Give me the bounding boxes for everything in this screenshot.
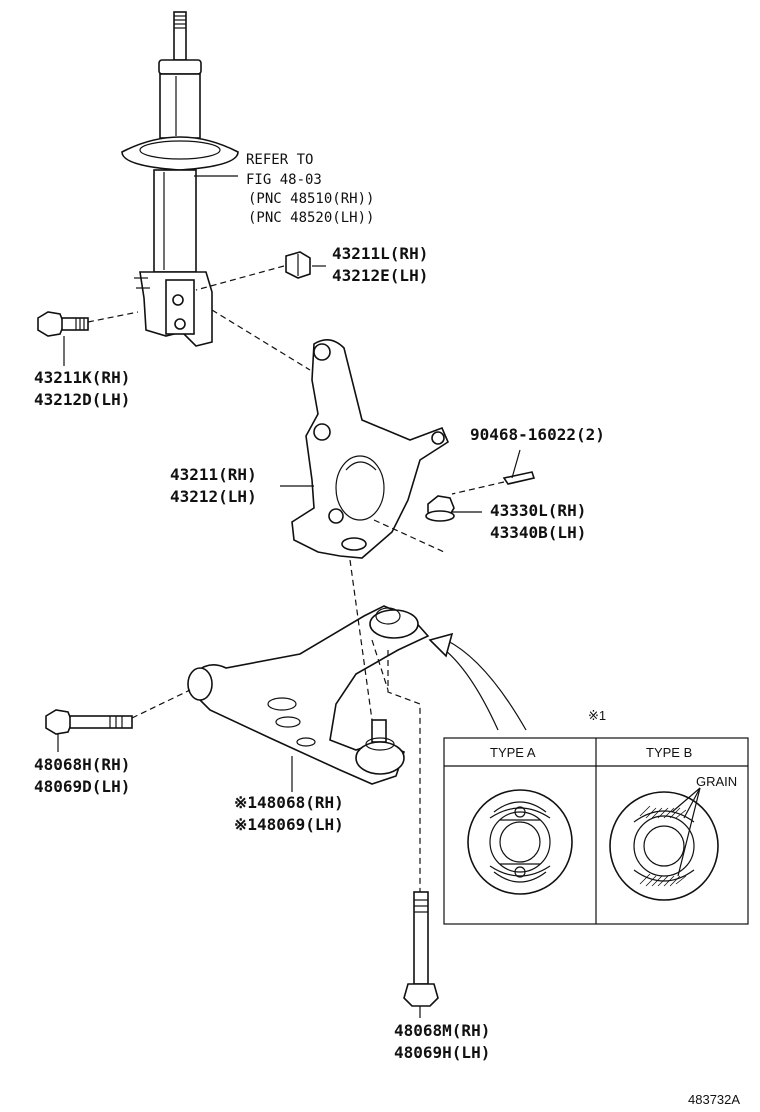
label-strut-bolt-rh: 43211K(RH) — [34, 368, 130, 387]
label-knuckle-rh: 43211(RH) — [170, 465, 257, 484]
castle-nut — [425, 495, 455, 522]
label-lower-arm-lh: ※148069(LH) — [234, 815, 344, 834]
label-bottom-bolt-rh: 48068M(RH) — [394, 1021, 490, 1040]
arm-bolt — [45, 689, 191, 735]
inset-arrow — [428, 632, 527, 731]
cotter-pin — [451, 471, 536, 495]
inset-type-a: TYPE A — [490, 745, 536, 760]
type-a-bushing — [467, 789, 573, 895]
label-castle-nut-rh: 43330L(RH) — [490, 501, 586, 520]
strut-ref-line2: FIG 48-03 — [246, 172, 322, 188]
label-knuckle-lh: 43212(LH) — [170, 487, 257, 506]
label-castle-nut-lh: 43340B(LH) — [490, 523, 586, 542]
label-arm-bolt-lh: 48069D(LH) — [34, 777, 130, 796]
inset-marker: ※1 — [588, 708, 606, 723]
steering-knuckle — [211, 309, 450, 559]
label-arm-bolt-rh: 48068H(RH) — [34, 755, 130, 774]
top-cam-nut — [195, 251, 311, 291]
inset-type-b: TYPE B — [646, 745, 692, 760]
type-b-bushing: GRAIN — [609, 774, 737, 901]
inset-grain: GRAIN — [696, 774, 737, 789]
label-top-nut-lh: 43212E(LH) — [332, 266, 428, 285]
part-labels: REFER TO FIG 48-03 (PNC 48510(RH)) (PNC … — [34, 152, 605, 1062]
strut-bolt — [37, 311, 139, 337]
vertical-bolt — [403, 891, 439, 1007]
label-strut-bolt-lh: 43212D(LH) — [34, 390, 130, 409]
bushing-type-inset: ※1 TYPE A TYPE B — [443, 708, 749, 925]
label-lower-arm-rh: ※148068(RH) — [234, 793, 344, 812]
strut-ref-line4: (PNC 48520(LH)) — [248, 210, 374, 226]
label-cotter-pin: 90468-16022(2) — [470, 425, 605, 444]
label-bottom-bolt-lh: 48069H(LH) — [394, 1043, 490, 1062]
strut-ref-line1: REFER TO — [246, 152, 313, 168]
strut-ref-line3: (PNC 48510(RH)) — [248, 191, 374, 207]
lower-control-arm — [187, 605, 430, 785]
assembly-lines — [349, 559, 421, 892]
leader-lines — [57, 175, 521, 1018]
figure-id: 483732A — [688, 1092, 740, 1107]
strut-assembly — [121, 11, 239, 347]
label-top-nut-rh: 43211L(RH) — [332, 244, 428, 263]
